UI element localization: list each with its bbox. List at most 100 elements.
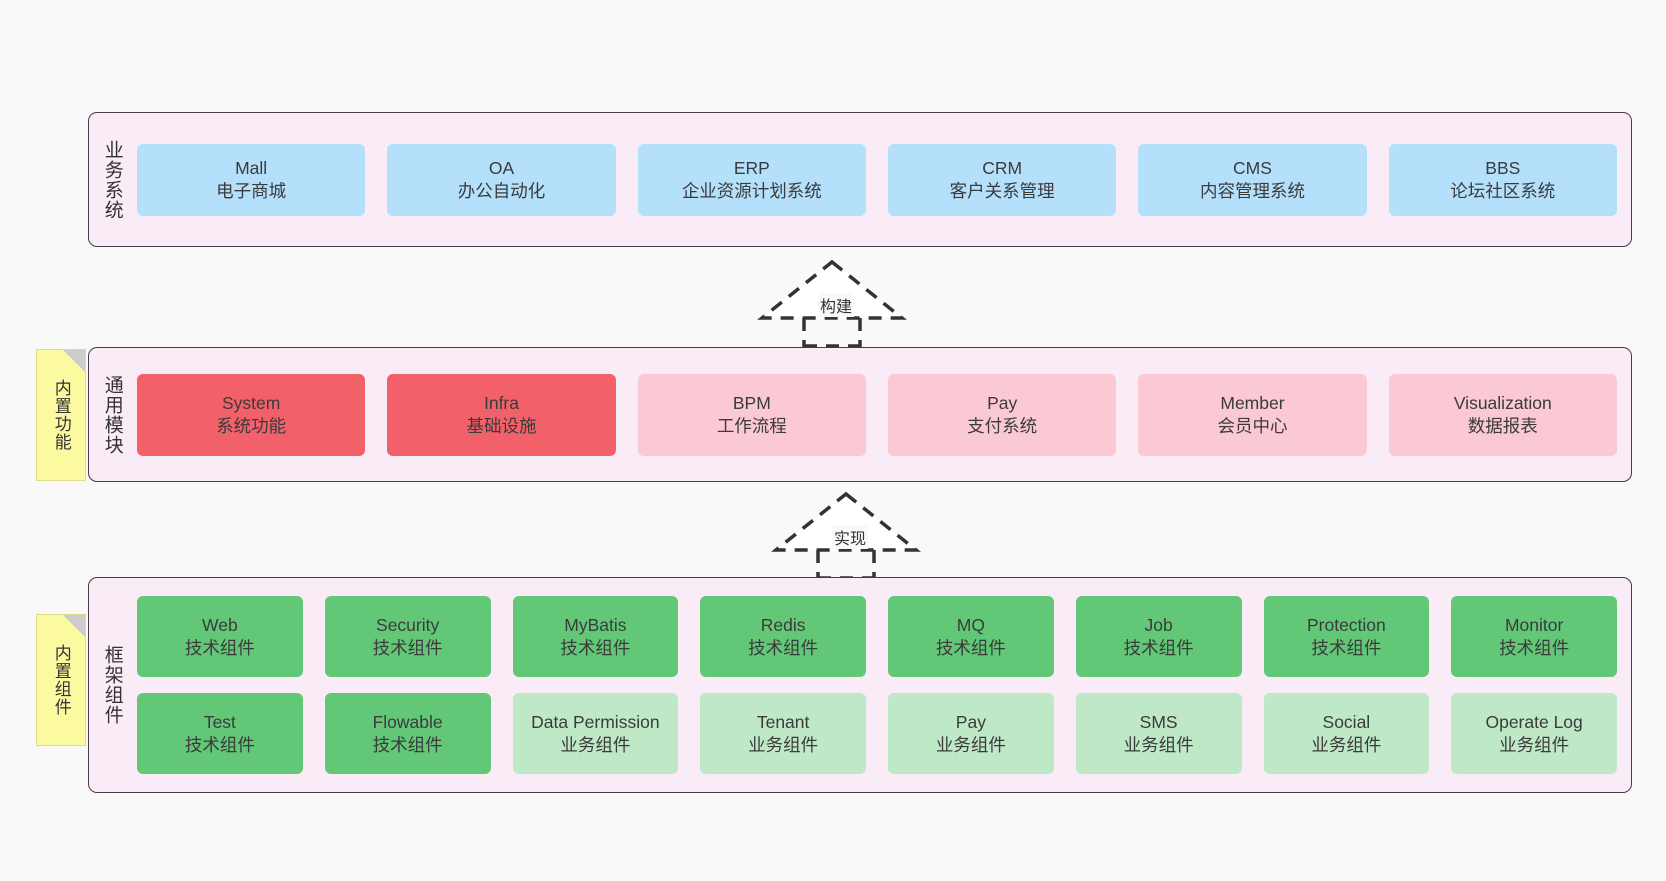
- note-fold-icon: [63, 615, 85, 637]
- card-row: Web 技术组件 Security 技术组件 MyBatis 技术组件 Redi…: [137, 596, 1617, 677]
- card-title: Pay: [955, 711, 986, 732]
- card-subtitle: 技术组件: [184, 734, 255, 755]
- card-title: Monitor: [1504, 614, 1564, 635]
- card-title: Redis: [760, 614, 806, 635]
- card-title: Member: [1220, 392, 1285, 413]
- card-title: Protection: [1306, 614, 1386, 635]
- card-subtitle: 数据报表: [1467, 415, 1538, 436]
- card-title: CMS: [1233, 157, 1272, 178]
- card-erp[interactable]: ERP 企业资源计划系统: [637, 143, 866, 216]
- card-mq[interactable]: MQ 技术组件: [888, 596, 1054, 677]
- card-title: SMS: [1139, 711, 1178, 732]
- card-redis[interactable]: Redis 技术组件: [700, 596, 866, 677]
- card-title: Flowable: [372, 711, 443, 732]
- card-subtitle: 办公自动化: [457, 180, 546, 201]
- card-subtitle: 业务组件: [748, 734, 819, 755]
- card-operate-log[interactable]: Operate Log 业务组件: [1451, 693, 1617, 774]
- card-title: Security: [376, 614, 440, 635]
- arrow-build-label: 构建: [818, 293, 855, 317]
- arrow-implement-label: 实现: [832, 525, 869, 549]
- card-subtitle: 技术组件: [1311, 637, 1382, 658]
- card-subtitle: 业务组件: [560, 734, 631, 755]
- card-subtitle: 基础设施: [466, 415, 537, 436]
- card-protection[interactable]: Protection 技术组件: [1263, 596, 1430, 677]
- card-subtitle: 业务组件: [1499, 734, 1570, 755]
- card-subtitle: 业务组件: [1311, 734, 1382, 755]
- card-job[interactable]: Job 技术组件: [1075, 596, 1242, 677]
- card-title: Data Permission: [531, 711, 660, 732]
- card-cms[interactable]: CMS 内容管理系统: [1138, 143, 1367, 216]
- card-row: System 系统功能 Infra 基础设施 BPM 工作流程 Pay 支付系统…: [137, 373, 1617, 456]
- card-subtitle: 技术组件: [184, 637, 255, 658]
- card-bbs[interactable]: BBS 论坛社区系统: [1388, 143, 1617, 216]
- card-sms[interactable]: SMS 业务组件: [1075, 693, 1242, 774]
- card-pay-component[interactable]: Pay 业务组件: [888, 693, 1054, 774]
- card-mybatis[interactable]: MyBatis 技术组件: [512, 596, 679, 677]
- card-subtitle: 技术组件: [935, 637, 1006, 658]
- card-subtitle: 业务组件: [935, 734, 1006, 755]
- layer-title-common-modules: 通用模块: [101, 374, 123, 455]
- card-subtitle: 工作流程: [716, 415, 787, 436]
- card-title: BBS: [1485, 157, 1521, 178]
- card-title: Web: [202, 614, 238, 635]
- card-title: OA: [488, 157, 515, 178]
- card-title: Social: [1322, 711, 1371, 732]
- card-system[interactable]: System 系统功能: [137, 373, 366, 456]
- note-builtin-features: 内置功能: [36, 349, 86, 481]
- card-monitor[interactable]: Monitor 技术组件: [1451, 596, 1617, 677]
- layer-framework-components: 框架组件 Web 技术组件 Security 技术组件 MyBatis 技术组件…: [88, 577, 1632, 793]
- card-title: BPM: [732, 392, 771, 413]
- card-crm[interactable]: CRM 客户关系管理: [887, 143, 1117, 216]
- card-subtitle: 论坛社区系统: [1450, 180, 1556, 201]
- card-subtitle: 内容管理系统: [1199, 180, 1305, 201]
- card-title: ERP: [733, 157, 770, 178]
- card-subtitle: 技术组件: [748, 637, 819, 658]
- card-social[interactable]: Social 业务组件: [1263, 693, 1430, 774]
- note-text: 内置组件: [51, 644, 71, 716]
- card-title: MQ: [956, 614, 985, 635]
- card-row: Mall 电子商城 OA 办公自动化 ERP 企业资源计划系统 CRM 客户关系…: [137, 143, 1617, 216]
- card-visualization[interactable]: Visualization 数据报表: [1388, 373, 1617, 456]
- card-subtitle: 支付系统: [967, 415, 1038, 436]
- layer-common-modules: 通用模块 System 系统功能 Infra 基础设施 BPM 工作流程 Pay…: [88, 347, 1632, 482]
- card-pay[interactable]: Pay 支付系统: [887, 373, 1117, 456]
- card-subtitle: 技术组件: [372, 734, 443, 755]
- card-test[interactable]: Test 技术组件: [137, 693, 303, 774]
- card-tenant[interactable]: Tenant 业务组件: [700, 693, 866, 774]
- card-member[interactable]: Member 会员中心: [1138, 373, 1367, 456]
- card-row: Test 技术组件 Flowable 技术组件 Data Permission …: [137, 693, 1617, 774]
- card-subtitle: 会员中心: [1217, 415, 1288, 436]
- card-oa[interactable]: OA 办公自动化: [387, 143, 616, 216]
- card-subtitle: 技术组件: [1123, 637, 1194, 658]
- card-subtitle: 业务组件: [1123, 734, 1194, 755]
- layer-body-framework-components: Web 技术组件 Security 技术组件 MyBatis 技术组件 Redi…: [135, 578, 1631, 792]
- card-subtitle: 技术组件: [1499, 637, 1570, 658]
- note-text: 内置功能: [51, 379, 71, 451]
- note-builtin-components: 内置组件: [36, 614, 86, 746]
- layer-body-business-systems: Mall 电子商城 OA 办公自动化 ERP 企业资源计划系统 CRM 客户关系…: [135, 113, 1631, 246]
- card-data-permission[interactable]: Data Permission 业务组件: [512, 693, 679, 774]
- layer-title-framework-components: 框架组件: [101, 645, 123, 725]
- card-title: Visualization: [1453, 392, 1552, 413]
- card-title: Infra: [483, 392, 519, 413]
- layer-business-systems: 业务系统 Mall 电子商城 OA 办公自动化 ERP 企业资源计划系统 CRM…: [88, 112, 1632, 247]
- card-security[interactable]: Security 技术组件: [324, 596, 491, 677]
- card-subtitle: 企业资源计划系统: [681, 180, 822, 201]
- arrow-build-icon: [757, 259, 907, 348]
- card-subtitle: 技术组件: [560, 637, 631, 658]
- card-web[interactable]: Web 技术组件: [137, 596, 303, 677]
- card-bpm[interactable]: BPM 工作流程: [637, 373, 866, 456]
- note-fold-icon: [63, 350, 85, 372]
- card-infra[interactable]: Infra 基础设施: [387, 373, 616, 456]
- card-title: MyBatis: [564, 614, 627, 635]
- card-flowable[interactable]: Flowable 技术组件: [324, 693, 491, 774]
- card-subtitle: 客户关系管理: [949, 180, 1055, 201]
- card-mall[interactable]: Mall 电子商城: [137, 143, 366, 216]
- card-title: Job: [1144, 614, 1173, 635]
- card-subtitle: 电子商城: [216, 180, 287, 201]
- card-title: Pay: [987, 392, 1018, 413]
- card-title: CRM: [982, 157, 1023, 178]
- card-title: Operate Log: [1485, 711, 1583, 732]
- layer-title-business-systems: 业务系统: [101, 139, 123, 220]
